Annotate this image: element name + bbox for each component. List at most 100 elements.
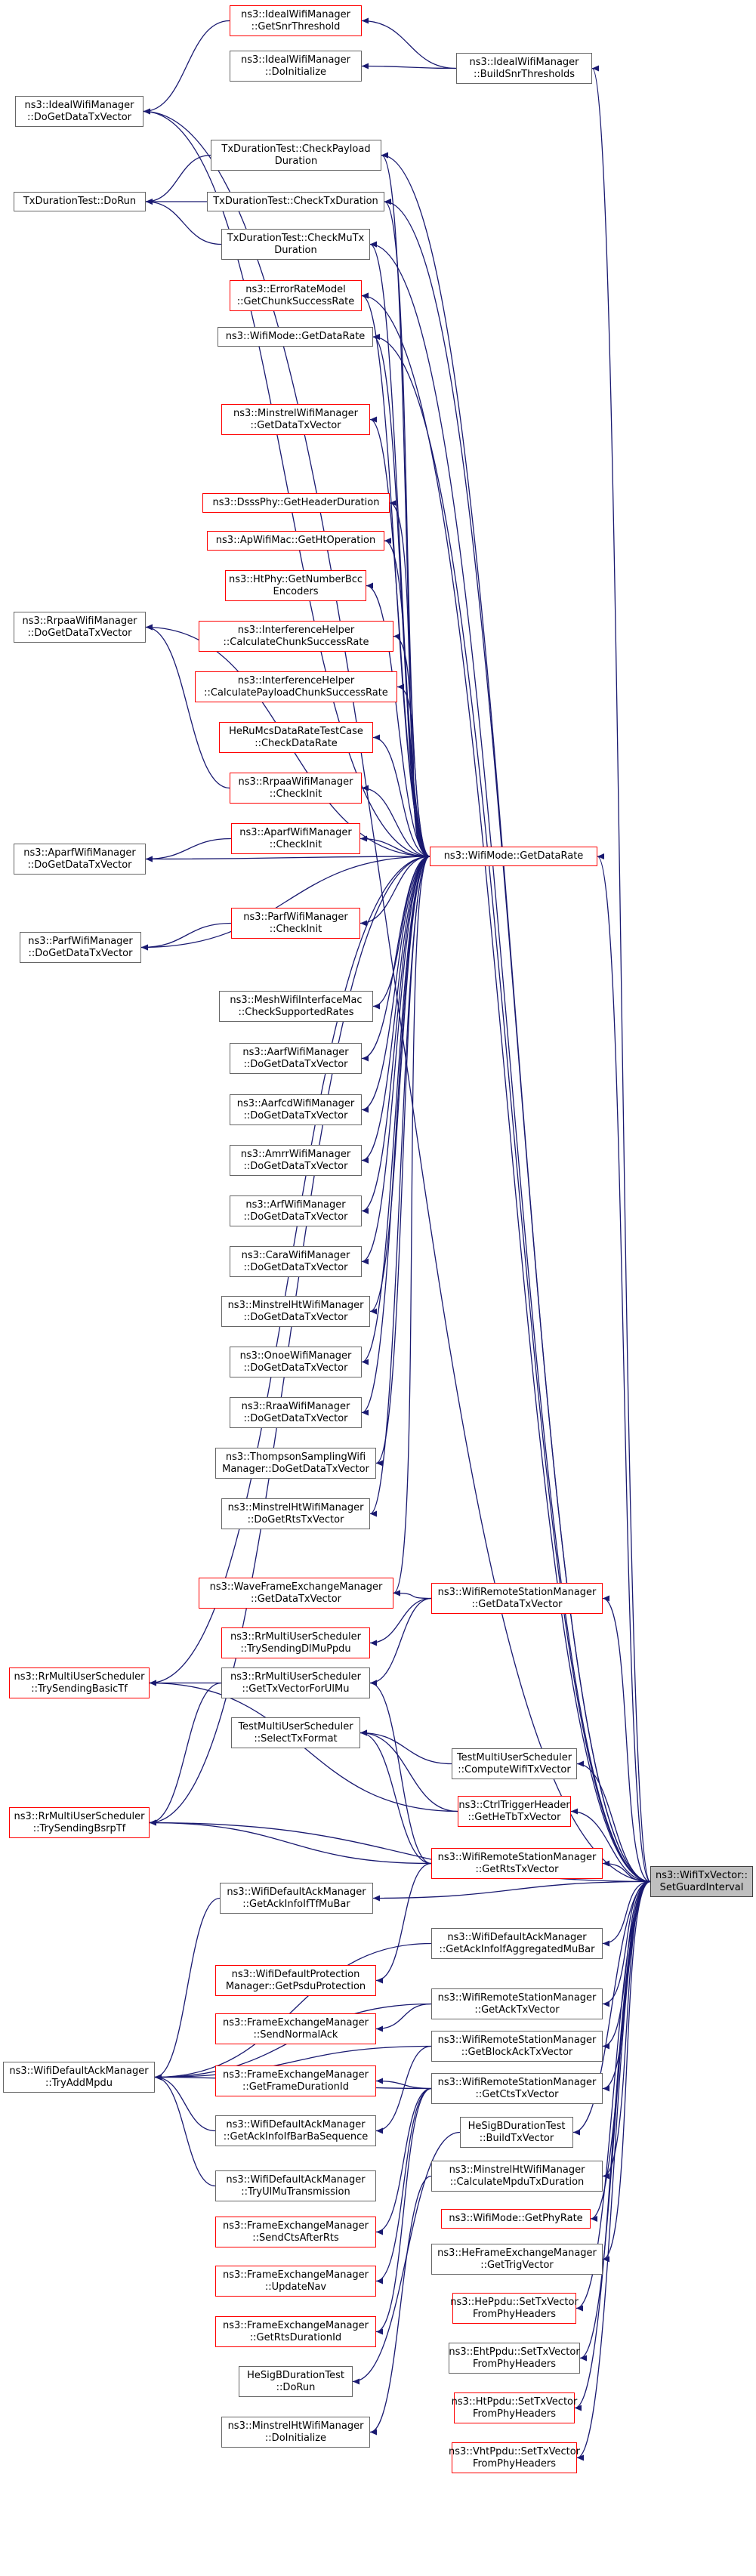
node-onoeDoGet[interactable]: ns3::OnoeWifiManager ::DoGetDataTxVector	[230, 1347, 362, 1377]
node-femGetFrameDur[interactable]: ns3::FrameExchangeManager ::GetFrameDura…	[215, 2065, 376, 2096]
node-wdamGetAckBar[interactable]: ns3::WifiDefaultAckManager ::GetAckInfoI…	[215, 2115, 376, 2146]
node-wdamTryAdd[interactable]: ns3::WifiDefaultAckManager ::TryAddMpdu	[3, 2062, 155, 2093]
node-rrTrySendingBsrp[interactable]: ns3::RrMultiUserScheduler ::TrySendingBs…	[9, 1807, 150, 1838]
call-edge	[361, 295, 651, 1883]
node-testCompute[interactable]: TestMultiUserScheduler ::ComputeWifiTxVe…	[452, 1748, 577, 1779]
call-edge-arrowhead	[381, 152, 388, 159]
node-arfDoGet[interactable]: ns3::ArfWifiManager ::DoGetDataTxVector	[230, 1195, 362, 1226]
node-aarfDoGet[interactable]: ns3::AarfWifiManager ::DoGetDataTxVector	[230, 1043, 362, 1074]
node-txCheckMu[interactable]: TxDurationTest::CheckMuTx Duration	[221, 229, 370, 260]
node-minstrelHtDoGet[interactable]: ns3::MinstrelHtWifiManager ::DoGetDataTx…	[221, 1296, 370, 1327]
node-aparfCheckInit[interactable]: ns3::AparfWifiManager ::CheckInit	[231, 823, 360, 854]
node-rrpaaCheckInit[interactable]: ns3::RrpaaWifiManager ::CheckInit	[230, 773, 362, 804]
node-wrsmGetData[interactable]: ns3::WifiRemoteStationManager ::GetDataT…	[431, 1583, 603, 1614]
call-edge	[145, 201, 222, 245]
node-rrTrySendingDl[interactable]: ns3::RrMultiUserScheduler ::TrySendingDl…	[221, 1627, 370, 1658]
call-edge	[570, 1810, 651, 1883]
call-edge	[361, 856, 430, 1263]
node-minstrelHtCalc[interactable]: ns3::MinstrelHtWifiManager ::CalculateMp…	[431, 2161, 603, 2192]
node-idealDoGet[interactable]: ns3::IdealWifiManager ::DoGetDataTxVecto…	[15, 96, 143, 127]
node-wrsmGetRts[interactable]: ns3::WifiRemoteStationManager ::GetRtsTx…	[431, 1848, 603, 1879]
node-idealGetSnr[interactable]: ns3::IdealWifiManager ::GetSnrThreshold	[230, 5, 362, 36]
node-ehtPpdu[interactable]: ns3::EhtPpdu::SetTxVector FromPhyHeaders	[449, 2343, 580, 2374]
node-rrGetTxVector[interactable]: ns3::RrMultiUserScheduler ::GetTxVectorF…	[221, 1667, 370, 1698]
call-edge-arrowhead	[376, 2078, 383, 2084]
node-minstrelHtDoInit[interactable]: ns3::MinstrelHtWifiManager ::DoInitializ…	[221, 2417, 370, 2448]
node-wrsmGetAck[interactable]: ns3::WifiRemoteStationManager ::GetAckTx…	[431, 1988, 603, 2019]
node-wdamTryUl[interactable]: ns3::WifiDefaultAckManager ::TryUlMuTran…	[215, 2170, 376, 2201]
call-edge	[361, 856, 430, 1060]
node-rrTrySendingBasic[interactable]: ns3::RrMultiUserScheduler ::TrySendingBa…	[9, 1667, 150, 1698]
node-interfPayload[interactable]: ns3::InterferenceHelper ::CalculatePaylo…	[195, 671, 397, 702]
node-caraDoGet[interactable]: ns3::CaraWifiManager ::DoGetDataTxVector	[230, 1246, 362, 1277]
call-edge-arrowhead	[150, 1819, 156, 1826]
node-amrrDoGet[interactable]: ns3::AmrrWifiManager ::DoGetDataTxVector	[230, 1145, 362, 1176]
call-edge	[359, 1732, 452, 1765]
node-minstrelGet[interactable]: ns3::MinstrelWifiManager ::GetDataTxVect…	[221, 404, 370, 435]
call-edge	[361, 856, 430, 1414]
node-dsssGetHeader[interactable]: ns3::DsssPhy::GetHeaderDuration	[202, 493, 390, 513]
call-edge	[359, 1732, 458, 1812]
call-edge-arrowhead	[384, 538, 391, 544]
node-femGetRtsDur[interactable]: ns3::FrameExchangeManager ::GetRtsDurati…	[215, 2316, 376, 2347]
node-ctrlGetHeTb[interactable]: ns3::CtrlTriggerHeader ::GetHeTbTxVector	[458, 1796, 571, 1827]
node-thompsonDoGet[interactable]: ns3::ThompsonSamplingWifi Manager::DoGet…	[215, 1448, 376, 1479]
node-txCheckTx[interactable]: TxDurationTest::CheckTxDuration	[207, 192, 384, 211]
node-heRuCheck[interactable]: HeRuMcsDataRateTestCase ::CheckDataRate	[219, 722, 373, 753]
node-idealBuildSnr[interactable]: ns3::IdealWifiManager ::BuildSnrThreshol…	[456, 53, 592, 84]
call-edge	[361, 856, 430, 1363]
node-vhtPpdu[interactable]: ns3::VhtPpdu::SetTxVector FromPhyHeaders	[449, 2442, 580, 2473]
call-edge-arrowhead	[353, 2378, 359, 2385]
call-edge-arrowhead	[360, 835, 367, 842]
node-heFemGetTrig[interactable]: ns3::HeFrameExchangeManager ::GetTrigVec…	[431, 2244, 603, 2275]
node-wrsmGetCts[interactable]: ns3::WifiRemoteStationManager ::GetCtsTx…	[431, 2073, 603, 2104]
node-wdamGetAckTf[interactable]: ns3::WifiDefaultAckManager ::GetAckInfoI…	[220, 1883, 373, 1914]
node-aarfcdDoGet[interactable]: ns3::AarfcdWifiManager ::DoGetDataTxVect…	[230, 1094, 362, 1125]
node-femSendNormalAck[interactable]: ns3::FrameExchangeManager ::SendNormalAc…	[215, 2013, 376, 2044]
node-htPpdu[interactable]: ns3::HtPpdu::SetTxVector FromPhyHeaders	[452, 2392, 577, 2423]
node-meshCheck[interactable]: ns3::MeshWifiInterfaceMac ::CheckSupport…	[219, 991, 373, 1022]
node-minstrelHtRts[interactable]: ns3::MinstrelHtWifiManager ::DoGetRtsTxV…	[221, 1498, 370, 1529]
call-edge-arrowhead	[362, 1359, 369, 1365]
node-wrsmGetBlockAck[interactable]: ns3::WifiRemoteStationManager ::GetBlock…	[431, 2031, 603, 2062]
node-wifiModeGetPhy[interactable]: ns3::WifiMode::GetPhyRate	[441, 2209, 591, 2229]
call-edge-arrowhead	[370, 2429, 377, 2436]
node-hePpdu[interactable]: ns3::HePpdu::SetTxVector FromPhyHeaders	[450, 2293, 579, 2324]
node-parfDoGet[interactable]: ns3::ParfWifiManager ::DoGetDataTxVector	[20, 932, 141, 963]
node-waveGet[interactable]: ns3::WaveFrameExchangeManager ::GetDataT…	[199, 1578, 393, 1609]
node-txDoRun[interactable]: TxDurationTest::DoRun	[14, 192, 146, 211]
node-wifiModeGetDataRate2[interactable]: ns3::WifiMode::GetDataRate	[430, 847, 597, 866]
call-edge-arrowhead	[362, 292, 369, 299]
node-testSelect[interactable]: TestMultiUserScheduler ::SelectTxFormat	[231, 1717, 360, 1748]
node-femSendCts[interactable]: ns3::FrameExchangeManager ::SendCtsAfter…	[215, 2217, 376, 2247]
call-edge	[576, 1880, 651, 2459]
node-txCheckPayload[interactable]: TxDurationTest::CheckPayload Duration	[211, 140, 381, 171]
call-edge-arrowhead	[362, 1258, 369, 1265]
node-femUpdateNav[interactable]: ns3::FrameExchangeManager ::UpdateNav	[215, 2266, 376, 2297]
call-edge	[384, 540, 430, 857]
node-heSigBBuild[interactable]: HeSigBDurationTest ::BuildTxVector	[460, 2117, 573, 2148]
node-wifiModeGetDataRate1[interactable]: ns3::WifiMode::GetDataRate	[218, 327, 373, 347]
node-rrpaaDoGet[interactable]: ns3::RrpaaWifiManager ::DoGetDataTxVecto…	[14, 612, 146, 643]
call-edge	[602, 1880, 651, 1945]
node-root-setguardinterval[interactable]: ns3::WifiTxVector:: SetGuardInterval	[650, 1866, 753, 1897]
node-rraaDoGet[interactable]: ns3::RraaWifiManager ::DoGetDataTxVector	[230, 1397, 362, 1428]
call-edge-arrowhead	[373, 734, 380, 741]
call-edge-arrowhead	[362, 1106, 369, 1113]
node-wdamGetAckAgg[interactable]: ns3::WifiDefaultAckManager ::GetAckInfoI…	[431, 1928, 603, 1959]
call-edge	[397, 686, 430, 857]
node-apGetHt[interactable]: ns3::ApWifiMac::GetHtOperation	[207, 531, 384, 551]
node-aparfDoGet[interactable]: ns3::AparfWifiManager ::DoGetDataTxVecto…	[14, 844, 146, 875]
node-wdpmGetPsdu[interactable]: ns3::WifiDefaultProtection Manager::GetP…	[215, 1965, 376, 1996]
call-edge	[384, 201, 430, 857]
node-idealDoInit[interactable]: ns3::IdealWifiManager ::DoInitialize	[230, 51, 362, 82]
call-edge	[140, 856, 430, 949]
node-htGetNumBcc[interactable]: ns3::HtPhy::GetNumberBcc Encoders	[225, 570, 366, 601]
node-errGetChunk[interactable]: ns3::ErrorRateModel ::GetChunkSuccessRat…	[230, 280, 362, 311]
call-edge-arrowhead	[362, 1208, 369, 1214]
call-edge-arrowhead	[370, 1640, 377, 1646]
node-heSigBDoRun[interactable]: HeSigBDurationTest ::DoRun	[239, 2366, 353, 2397]
call-edge-arrowhead	[362, 63, 369, 69]
node-interfChunk[interactable]: ns3::InterferenceHelper ::CalculateChunk…	[199, 621, 393, 652]
node-parfCheckInit[interactable]: ns3::ParfWifiManager ::CheckInit	[231, 908, 360, 939]
